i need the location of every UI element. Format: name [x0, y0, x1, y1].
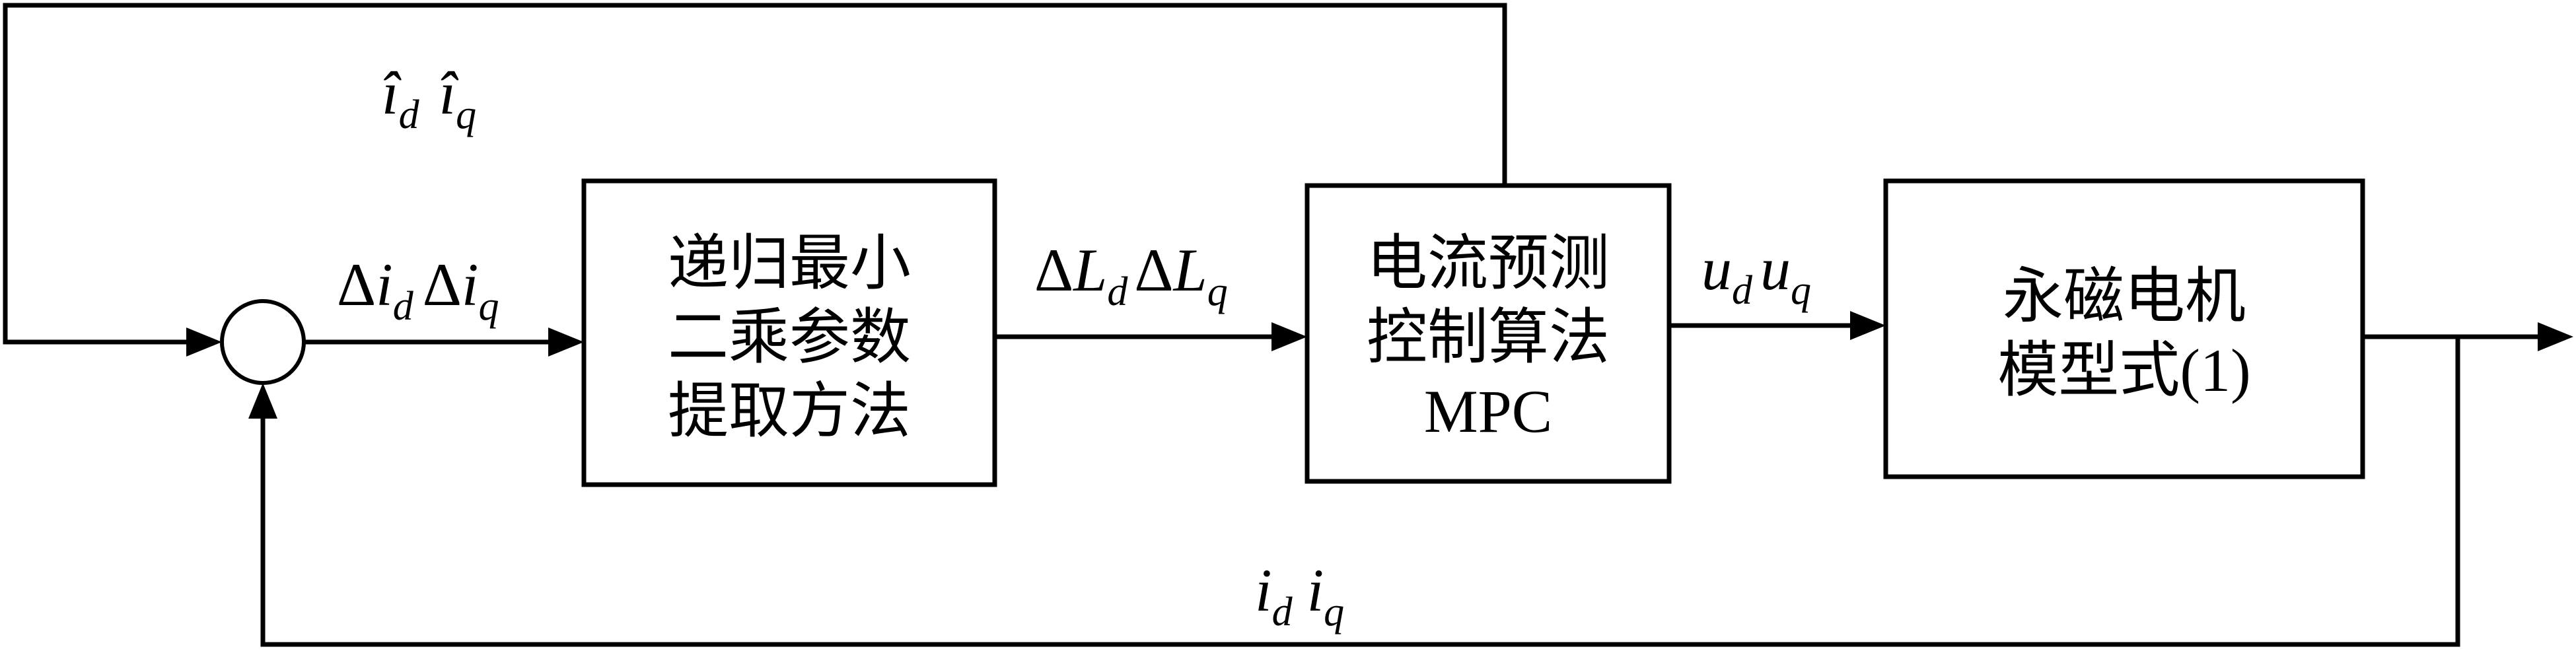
block-rls-line-3: 提取方法	[668, 378, 911, 445]
label-delta-L-d-prefix: Δ	[1034, 236, 1073, 304]
label-i-d-sub: d	[1272, 590, 1293, 635]
block-motor: 永磁电机 模型式(1)	[1883, 178, 2365, 479]
block-mpc-line-3: MPC	[1424, 378, 1552, 445]
label-u-d-var: u	[1701, 235, 1732, 302]
feedback-wire-bottom	[260, 337, 2460, 647]
label-u-d-sub: d	[1732, 268, 1753, 313]
label-i-hat-d-var: î	[382, 59, 402, 127]
label-delta-i-q-prefix: Δ	[423, 251, 462, 318]
block-mpc-frame	[1305, 183, 1672, 484]
arrowhead-into-junction-bottom	[248, 383, 277, 419]
block-mpc-line-2: 控制算法	[1367, 304, 1610, 371]
label-i-hat-q-var: î	[439, 59, 459, 127]
label-i-hat-q-sub: q	[456, 92, 476, 137]
label-delta-L-d-sub: d	[1107, 269, 1128, 314]
label-i-hat-d-sub: d	[399, 92, 420, 137]
label-delta-i-d-var: i	[376, 251, 393, 318]
arrowhead-into-mpc	[1271, 322, 1307, 351]
label-i-d-var: i	[1255, 557, 1272, 624]
block-rls: 递归最小 二乘参数 提取方法	[581, 178, 997, 487]
label-delta-i-q-var: i	[462, 251, 479, 318]
label-delta-i-q-sub: q	[478, 284, 499, 329]
block-mpc: 电流预测 控制算法 MPC	[1305, 183, 1672, 484]
arrowhead-into-rls	[548, 328, 584, 357]
block-rls-frame	[581, 178, 997, 487]
arrowhead-into-junction-left	[186, 328, 222, 357]
label-u-q-sub: q	[1791, 268, 1811, 313]
block-rls-line-2: 二乘参数	[668, 304, 911, 371]
arrowhead-into-motor	[1850, 311, 1886, 340]
label-delta-L-q-var: L	[1172, 236, 1207, 304]
arrowhead-output	[2538, 322, 2573, 351]
label-delta-L-d-var: L	[1072, 236, 1107, 304]
label-delta-L-q-prefix: Δ	[1134, 236, 1173, 304]
block-motor-frame	[1883, 178, 2365, 479]
label-u-q-var: u	[1760, 235, 1791, 302]
label-delta-L-q-sub: q	[1207, 269, 1228, 314]
block-rls-line-1: 递归最小	[668, 230, 911, 297]
summing-junction	[220, 299, 306, 385]
feedback-wire-top	[3, 3, 1507, 345]
block-motor-line-1: 永磁电机	[2003, 263, 2246, 330]
block-motor-line-2: 模型式(1)	[1997, 337, 2250, 404]
label-i-q-var: i	[1307, 557, 1324, 624]
block-mpc-line-1: 电流预测	[1367, 230, 1610, 297]
label-delta-i-d-sub: d	[393, 284, 414, 329]
label-delta-i-d-prefix: Δ	[337, 251, 376, 318]
label-i-q-sub: q	[1324, 590, 1344, 635]
